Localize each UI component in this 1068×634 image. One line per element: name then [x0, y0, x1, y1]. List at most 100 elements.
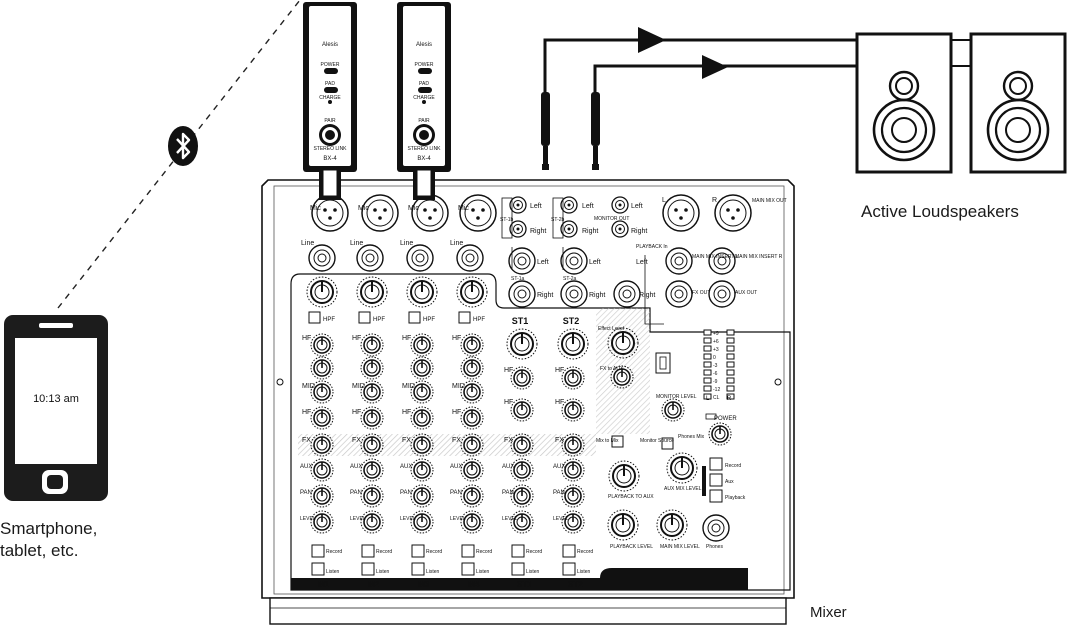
mixer-caption: Mixer [810, 604, 847, 621]
line-label: Line [400, 240, 413, 247]
meter-led-right [726, 369, 735, 376]
mic-label: Mic [458, 205, 469, 212]
aux-label: AUX [300, 464, 312, 470]
aux-label: AUX [400, 464, 412, 470]
stereo-record-label: Record [526, 549, 542, 555]
record-button [311, 544, 325, 558]
lf-label: HF [452, 409, 461, 416]
listen-label: Listen [376, 569, 390, 575]
record-button [461, 544, 475, 558]
hf-label: HF [352, 335, 361, 342]
mix-to-mix-label: Mix to Mix [596, 438, 619, 444]
hf-label: HF [402, 335, 411, 342]
label-main-mix-out: MAIN MIX OUT [752, 198, 787, 204]
listen-label: Listen [326, 569, 340, 575]
receiver-stereo-link-label: STEREO LINK [407, 146, 441, 152]
meter-led-left [703, 361, 712, 368]
phones-mix-label: Phones Mix [678, 434, 705, 440]
meter-mark: CL [713, 395, 720, 401]
arrow-right-channel [702, 55, 728, 79]
meter-led-left [703, 369, 712, 376]
stereo-header: ST1 [512, 316, 529, 326]
stereo-pan-label: PAN [553, 490, 565, 496]
hpf-button [458, 311, 471, 324]
phone-caption-line1: Smartphone, [0, 519, 98, 538]
label-st1a: ST-1a [511, 276, 525, 282]
pan-label: PAN [450, 490, 462, 496]
meter-led-right [726, 353, 735, 360]
receiver-stereo-link-label: STEREO LINK [313, 146, 347, 152]
meter-mark: -6 [713, 371, 718, 377]
record-label: Record [376, 549, 392, 555]
listen-button [461, 562, 475, 576]
meter-led-right [726, 377, 735, 384]
meter-r-label: R [727, 396, 732, 402]
channel-name: M4 [468, 580, 480, 589]
aux-mix-level-label: AUX MIX LEVEL [664, 486, 702, 492]
receiver-pad-label: PAD [325, 81, 335, 87]
record-label: Record [326, 549, 342, 555]
hf-label: HF [452, 335, 461, 342]
hpf-label: HPF [323, 317, 335, 323]
phone-time: 10:13 am [33, 393, 79, 405]
hpf-label: HPF [373, 317, 385, 323]
stereo-listen-button [562, 562, 576, 576]
pan-label: PAN [350, 490, 362, 496]
rear-right-5: Right [589, 292, 605, 299]
receiver-charge-label: CHARGE [413, 95, 435, 101]
meter-mark: -3 [713, 363, 718, 369]
rear-right-2: Right [582, 228, 598, 235]
receiver-brand: Alesis [322, 42, 338, 48]
record-button [361, 544, 375, 558]
line-label: Line [301, 240, 314, 247]
stereo-listen-label: Listen [577, 569, 591, 575]
listen-label: Listen [476, 569, 490, 575]
hpf-label: HPF [473, 317, 485, 323]
channel-name: ST1 [517, 580, 532, 589]
playback-level-label: PLAYBACK LEVEL [610, 544, 653, 550]
aux-label: AUX [450, 464, 462, 470]
pan-label: PAN [300, 490, 312, 496]
level-label: LEVEL [400, 516, 416, 522]
fx-label: FX [352, 437, 361, 444]
line-label: Line [450, 240, 463, 247]
rear-right-6: Right [639, 292, 655, 299]
listen-button [411, 562, 425, 576]
rear-left-5: Left [589, 259, 601, 266]
mid-label: MID [302, 383, 315, 390]
meter-led-left [703, 337, 712, 344]
stereo-aux-label: AUX [553, 464, 565, 470]
meter-mark: -9 [713, 379, 718, 385]
label-insert-l: MAIN MIX INSERT L [692, 254, 739, 260]
jack-plug-right [591, 92, 600, 170]
receiver-pad-label: PAD [419, 81, 429, 87]
channel-name: ST2 [568, 580, 583, 589]
meter-led-right [726, 385, 735, 392]
level-label: LEVEL [350, 516, 366, 522]
jack-plug-left [541, 92, 550, 170]
label-playback-in: PLAYBACK In [636, 244, 668, 250]
phones-label: Phones [706, 544, 723, 550]
stereo-lf-label: HF [555, 399, 564, 406]
receiver-pair-label: PAIR [324, 118, 336, 124]
meter-led-right [726, 337, 735, 344]
listen-button [361, 562, 375, 576]
receiver-power-label: POWER [415, 62, 434, 68]
master-section [607, 327, 732, 541]
mid-label: MID [402, 383, 415, 390]
stereo-record-button [511, 544, 525, 558]
hpf-button [308, 311, 321, 324]
channel-name: M2 [368, 580, 380, 589]
monitor-level-label: MONITOR LEVEL [656, 394, 697, 400]
meter-led-left [703, 329, 712, 336]
master-record-label: Record [725, 463, 741, 469]
aux-label: AUX [350, 464, 362, 470]
main-mix-level-label: MAIN MIX LEVEL [660, 544, 700, 550]
stereo-hf-label: HF [504, 367, 513, 374]
arrow-left-channel [638, 27, 666, 53]
meter-led-right [726, 345, 735, 352]
channel-name: M1 [318, 580, 330, 589]
